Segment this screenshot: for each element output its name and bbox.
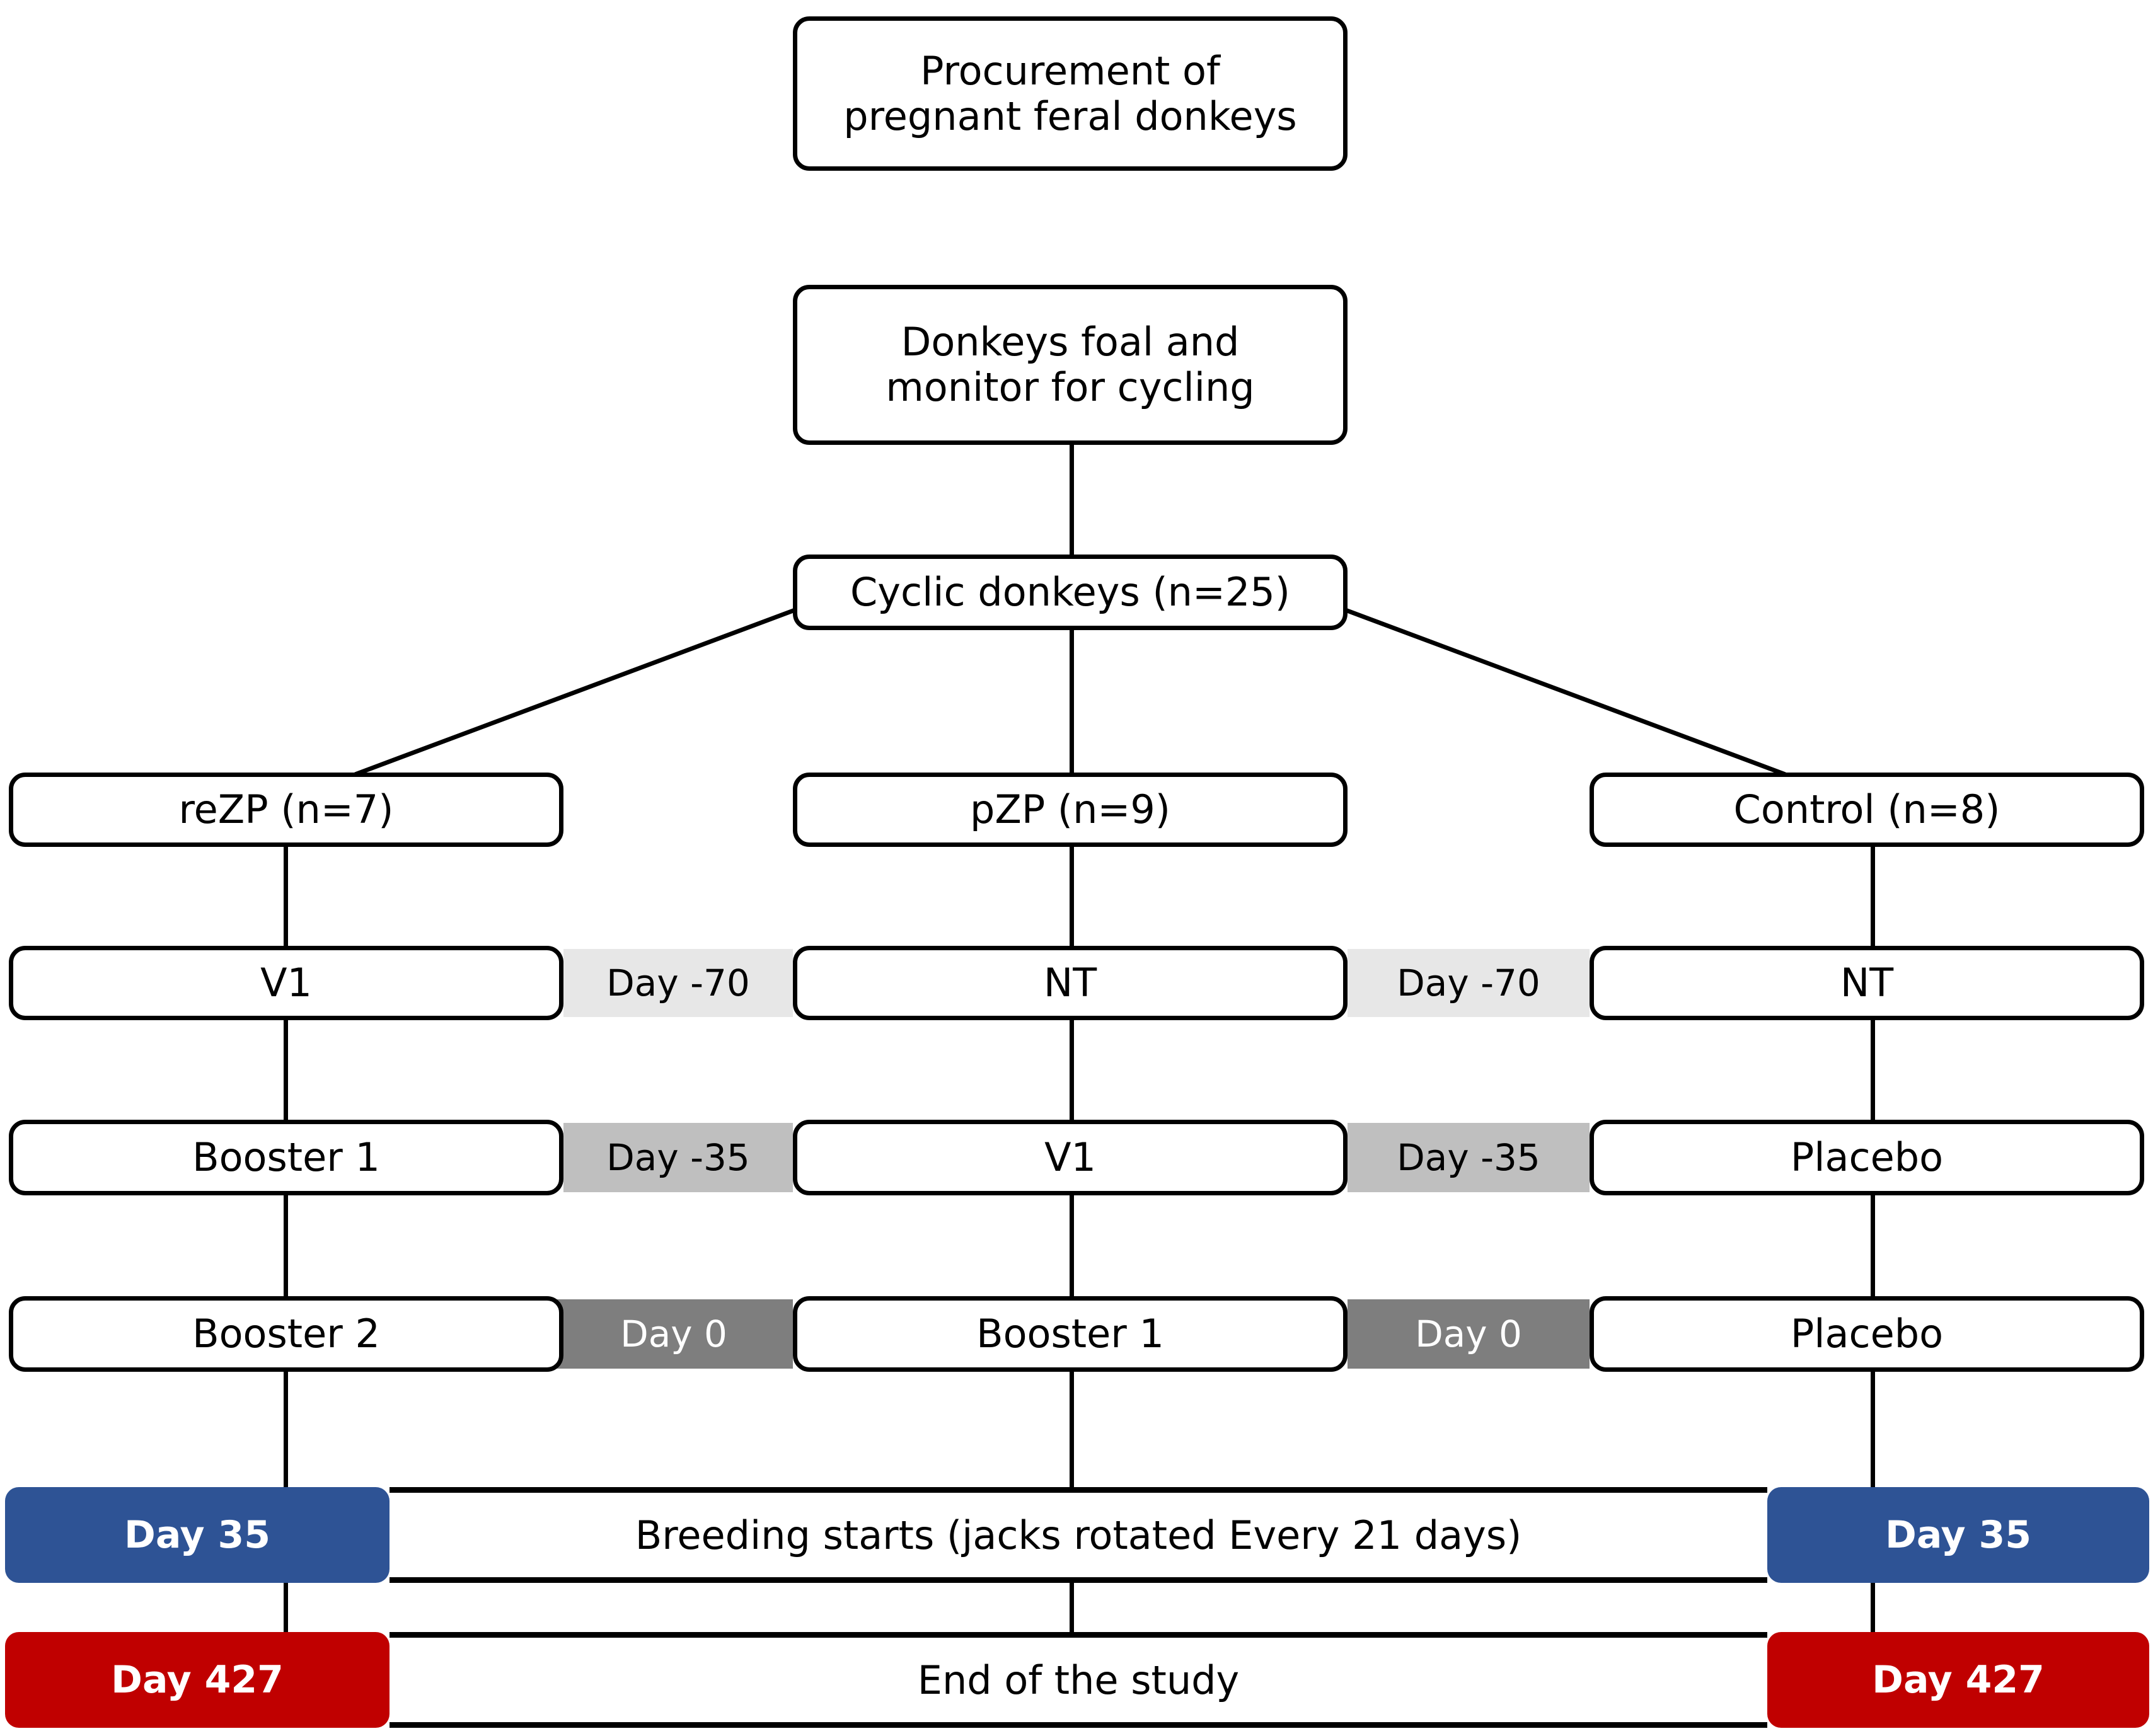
day-chip-left-row1: Day -70 — [563, 949, 793, 1017]
connector-foal-to-cyclic — [1070, 445, 1074, 558]
day-chip-left-row3-label: Day 0 — [620, 1313, 727, 1355]
node-cyclic-donkeys[interactable]: Cyclic donkeys (n=25) — [793, 555, 1348, 630]
node-row2-middle-label: V1 — [1044, 1134, 1096, 1181]
day-chip-right-row2: Day -35 — [1348, 1123, 1590, 1192]
connector-cyclic-to-rezp — [354, 606, 800, 777]
endcap-day35-left[interactable]: Day 35 — [5, 1487, 390, 1583]
day-chip-right-row2-label: Day -35 — [1397, 1136, 1540, 1179]
node-row3-left[interactable]: Booster 2 — [9, 1296, 563, 1372]
node-group-control-label: Control (n=8) — [1733, 786, 2000, 833]
node-foal-line1: Donkeys foal and — [901, 319, 1240, 365]
connector-right-spine — [1871, 838, 1875, 1676]
day-chip-left-row3: Day 0 — [555, 1299, 793, 1369]
banner-end-of-study-label: End of the study — [917, 1657, 1240, 1703]
node-procurement-line2: pregnant feral donkeys — [843, 93, 1297, 139]
connector-middle-spine — [1070, 838, 1074, 1676]
node-foal-monitor[interactable]: Donkeys foal and monitor for cycling — [793, 285, 1348, 445]
node-row3-middle-label: Booster 1 — [976, 1311, 1164, 1357]
node-row3-right-label: Placebo — [1790, 1311, 1944, 1357]
day-chip-right-row3: Day 0 — [1348, 1299, 1590, 1369]
connector-left-spine — [284, 838, 288, 1676]
endcap-day427-left[interactable]: Day 427 — [5, 1632, 390, 1728]
node-row3-right[interactable]: Placebo — [1590, 1296, 2144, 1372]
day-chip-right-row1: Day -70 — [1348, 949, 1590, 1017]
node-group-rezp[interactable]: reZP (n=7) — [9, 773, 563, 847]
node-group-pzp[interactable]: pZP (n=9) — [793, 773, 1348, 847]
banner-breeding-starts[interactable]: Breeding starts (jacks rotated Every 21 … — [390, 1487, 1767, 1583]
endcap-day427-right-label: Day 427 — [1872, 1658, 2045, 1702]
node-row1-middle[interactable]: NT — [793, 946, 1348, 1020]
node-procurement-line1: Procurement of — [920, 47, 1220, 94]
day-chip-left-row2-label: Day -35 — [606, 1136, 750, 1179]
node-row3-left-label: Booster 2 — [192, 1311, 380, 1357]
banner-end-of-study[interactable]: End of the study — [390, 1632, 1767, 1728]
day-chip-left-row1-label: Day -70 — [606, 962, 750, 1004]
banner-breeding-starts-label: Breeding starts (jacks rotated Every 21 … — [635, 1512, 1522, 1558]
node-row1-left-label: V1 — [260, 960, 312, 1006]
node-row2-middle[interactable]: V1 — [793, 1120, 1348, 1195]
node-row2-right[interactable]: Placebo — [1590, 1120, 2144, 1195]
day-chip-left-row2: Day -35 — [563, 1123, 793, 1192]
endcap-day35-right-label: Day 35 — [1885, 1513, 2031, 1557]
endcap-day35-right[interactable]: Day 35 — [1767, 1487, 2149, 1583]
node-row3-middle[interactable]: Booster 1 — [793, 1296, 1348, 1372]
endcap-day35-left-label: Day 35 — [124, 1513, 270, 1557]
node-cyclic-label: Cyclic donkeys (n=25) — [850, 569, 1290, 616]
node-procurement[interactable]: Procurement of pregnant feral donkeys — [793, 16, 1348, 171]
endcap-day427-right[interactable]: Day 427 — [1767, 1632, 2149, 1728]
node-group-rezp-label: reZP (n=7) — [178, 786, 394, 833]
node-row1-middle-label: NT — [1043, 960, 1097, 1006]
node-group-pzp-label: pZP (n=9) — [970, 786, 1170, 833]
node-row2-left-label: Booster 1 — [192, 1134, 380, 1181]
node-group-control[interactable]: Control (n=8) — [1590, 773, 2144, 847]
node-row1-right[interactable]: NT — [1590, 946, 2144, 1020]
node-row2-left[interactable]: Booster 1 — [9, 1120, 563, 1195]
node-foal-line2: monitor for cycling — [886, 364, 1255, 410]
node-row2-right-label: Placebo — [1790, 1134, 1944, 1181]
connector-cyclic-to-pzp — [1070, 628, 1074, 773]
day-chip-right-row3-label: Day 0 — [1415, 1313, 1522, 1355]
node-row1-right-label: NT — [1840, 960, 1894, 1006]
node-row1-left[interactable]: V1 — [9, 946, 563, 1020]
day-chip-right-row1-label: Day -70 — [1397, 962, 1540, 1004]
endcap-day427-left-label: Day 427 — [111, 1658, 284, 1702]
connector-cyclic-to-control — [1340, 606, 1786, 777]
